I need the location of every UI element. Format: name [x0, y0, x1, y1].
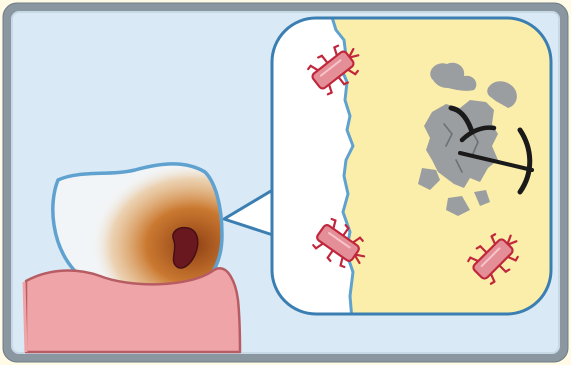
- tooth-decay-illustration: [0, 0, 571, 365]
